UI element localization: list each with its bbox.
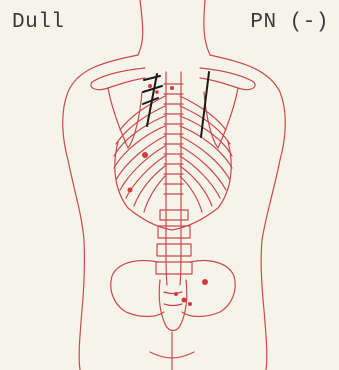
finding-mark — [170, 86, 174, 90]
body-outline-left — [63, 55, 138, 370]
hatch-mark — [143, 86, 162, 92]
hatch-mark — [144, 76, 160, 80]
finding-mark — [188, 302, 192, 306]
body-outline-right — [210, 55, 285, 370]
pn-annotation: PN (-) — [250, 12, 329, 33]
dull-zone-line-right — [201, 72, 209, 137]
neck-outline-left — [138, 0, 143, 55]
finding-mark — [202, 279, 208, 285]
neck-outline-right — [204, 0, 210, 55]
finding-mark — [142, 152, 148, 158]
scapula-left — [108, 88, 142, 148]
percussion-annotation: Dull — [12, 12, 64, 33]
finding-mark — [182, 298, 187, 303]
pelvis-iliac-right — [182, 261, 235, 317]
ribcage-outline — [115, 142, 231, 230]
finding-mark — [128, 188, 133, 193]
finding-mark — [148, 84, 152, 88]
scapula-right — [204, 88, 238, 148]
finding-mark — [155, 90, 159, 94]
finding-mark — [174, 292, 178, 296]
shoulder-girdle-left — [91, 68, 145, 90]
